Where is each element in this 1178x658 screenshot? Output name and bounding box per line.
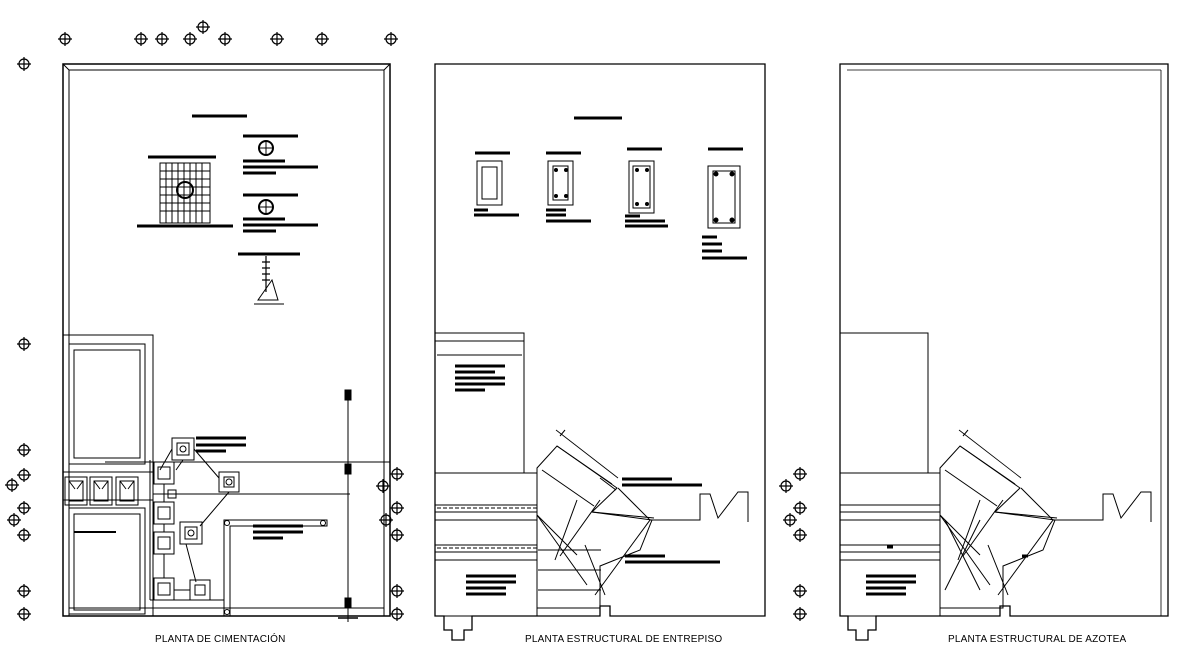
foundation-inner-wall bbox=[68, 69, 385, 617]
mezzanine-plan bbox=[434, 63, 766, 641]
roof-angled-stair bbox=[939, 429, 1058, 609]
beam-details bbox=[476, 160, 741, 229]
angled-stair bbox=[536, 429, 655, 609]
foundation-plan-caption: PLANTA DE CIMENTACIÓN bbox=[155, 634, 286, 645]
grid-axis-markers-left bbox=[5, 57, 31, 621]
foundation-outer-wall bbox=[62, 63, 391, 617]
foundation-plan bbox=[5, 20, 404, 622]
grid-axis-markers-top bbox=[58, 20, 398, 46]
footing-row bbox=[64, 476, 139, 506]
roof-outline bbox=[839, 63, 1169, 641]
roof-plan bbox=[779, 63, 1169, 641]
roof-axis-markers bbox=[779, 467, 807, 621]
isolated-footings bbox=[149, 437, 328, 617]
mezzanine-plan-caption: PLANTA ESTRUCTURAL DE ENTREPISO bbox=[525, 634, 723, 645]
roof-plan-caption: PLANTA ESTRUCTURAL DE AZOTEA bbox=[948, 634, 1127, 645]
dimension-line bbox=[338, 389, 358, 622]
footing-detail bbox=[137, 114, 318, 305]
mezzanine-outline bbox=[434, 63, 766, 641]
grid-axis-markers-right bbox=[376, 467, 404, 621]
